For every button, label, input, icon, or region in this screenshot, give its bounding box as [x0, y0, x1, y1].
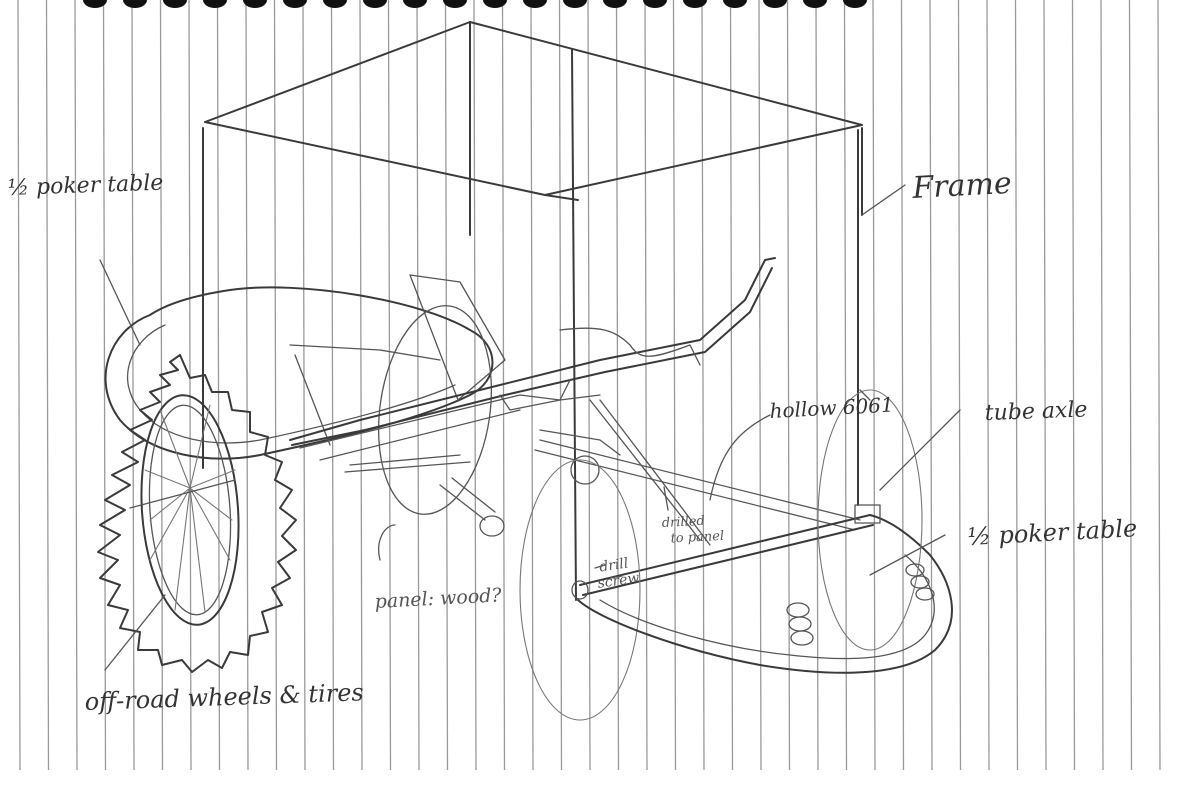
rule-line — [45, 0, 50, 771]
rule-line — [1014, 0, 1019, 771]
rule-line — [273, 0, 278, 771]
binder-hole — [83, 0, 107, 8]
rule-line — [1071, 0, 1076, 771]
rule-line — [359, 0, 363, 771]
rule-line — [1043, 0, 1047, 771]
chassis — [289, 257, 874, 600]
left-half-poker-table — [99, 259, 494, 460]
rule-line — [672, 0, 677, 771]
right-half-poker-table — [577, 389, 961, 674]
binder-hole — [563, 0, 587, 8]
rule-line — [729, 0, 734, 771]
rule-line — [615, 0, 620, 771]
binder-hole — [843, 0, 867, 8]
rule-line — [102, 0, 107, 771]
rule-line — [387, 0, 392, 771]
binder-hole — [483, 0, 507, 8]
binder-hole — [683, 0, 707, 8]
rule-line — [957, 0, 962, 771]
binder-hole — [403, 0, 427, 8]
binder-hole — [723, 0, 747, 8]
binder-hole — [243, 0, 267, 8]
rule-line — [159, 0, 164, 771]
binder-hole — [523, 0, 547, 8]
wheel-spokes — [144, 404, 236, 613]
rule-line — [786, 0, 791, 771]
binder-hole — [803, 0, 827, 8]
rule-line — [444, 0, 449, 771]
binder-hole — [643, 0, 667, 8]
rule-line — [74, 0, 78, 771]
binder-hole — [763, 0, 787, 8]
binder-hole — [123, 0, 147, 8]
binder-hole — [203, 0, 227, 8]
left-off-road-wheel — [97, 354, 297, 673]
binder-hole — [163, 0, 187, 8]
rule-line — [131, 0, 135, 771]
binder-hole — [363, 0, 387, 8]
label-tube-axle: tube axle — [984, 397, 1087, 426]
rule-line — [245, 0, 249, 771]
rule-line — [900, 0, 905, 771]
label-drilled-to-panel: drilled to panel — [661, 513, 724, 547]
rule-line — [929, 0, 933, 771]
rule-line — [986, 0, 990, 771]
notebook-rule-lines — [17, 0, 1161, 771]
binder-hole — [603, 0, 627, 8]
rule-line — [815, 0, 819, 771]
frame-canopy — [202, 21, 906, 601]
rule-line — [701, 0, 705, 771]
rule-line — [644, 0, 648, 771]
binder-holes — [83, 0, 867, 8]
rule-line — [188, 0, 192, 771]
leader-lines — [378, 389, 871, 561]
binder-hole — [283, 0, 307, 8]
rule-line — [1157, 0, 1161, 771]
rule-line — [758, 0, 762, 771]
rule-line — [216, 0, 221, 771]
rule-line — [302, 0, 306, 771]
rule-line — [530, 0, 534, 771]
binder-hole — [323, 0, 347, 8]
rule-line — [330, 0, 335, 771]
rule-line — [558, 0, 563, 771]
rule-line — [416, 0, 420, 771]
label-drill-screw: drill screw — [594, 554, 640, 592]
rule-line — [872, 0, 876, 771]
binder-hole — [443, 0, 467, 8]
rule-line — [1128, 0, 1133, 771]
rule-line — [587, 0, 591, 771]
center-wheel-outline — [519, 459, 641, 721]
rule-line — [17, 0, 21, 771]
label-frame: Frame — [911, 166, 1013, 206]
label-half-poker-table-left: ½ poker table — [7, 171, 163, 201]
rule-line — [1100, 0, 1104, 771]
